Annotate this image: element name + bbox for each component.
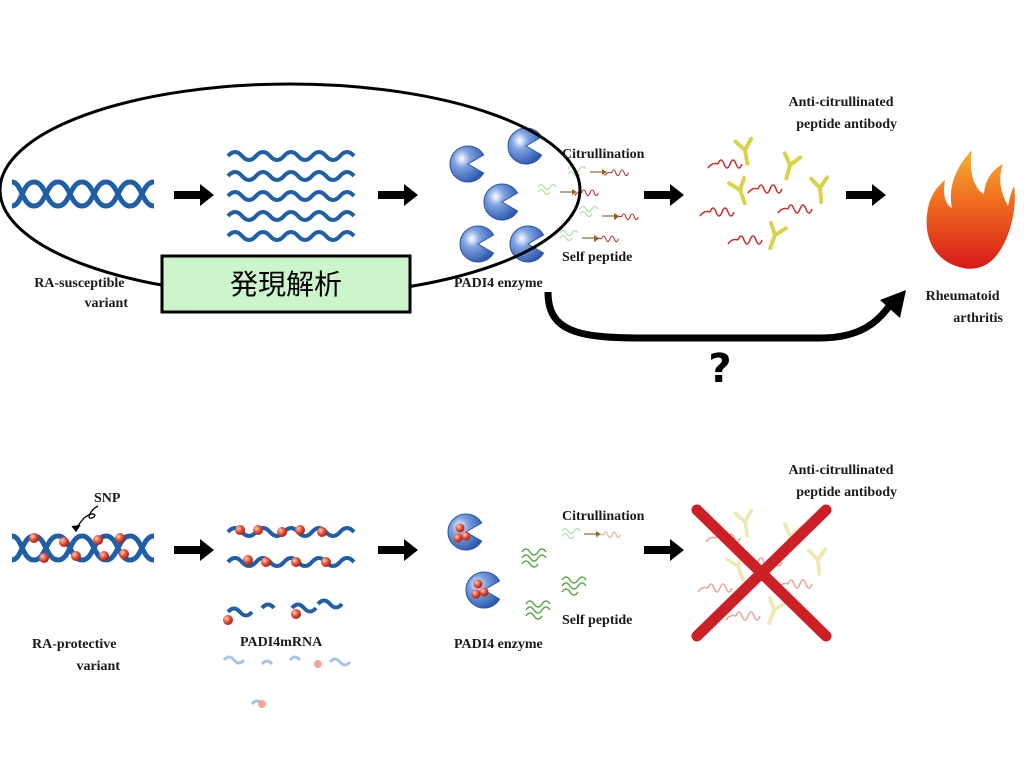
hypothesis-arrow-head bbox=[880, 290, 906, 318]
mrna-waves bbox=[226, 150, 356, 242]
padi4-enzymes-top bbox=[449, 127, 545, 263]
hypothesis-arrow bbox=[544, 291, 893, 342]
citrullination-label-bottom: Citrullination bbox=[562, 509, 645, 524]
question-mark: ? bbox=[708, 346, 731, 392]
degraded-dots bbox=[258, 660, 322, 708]
expression-analysis-label: 発現解析 bbox=[230, 268, 342, 301]
self-peptide-label-bottom: Self peptide bbox=[562, 613, 632, 628]
snp-markers bbox=[29, 533, 129, 563]
protective-variant-label: RA-protective variant bbox=[32, 637, 120, 674]
expression-analysis-box bbox=[160, 254, 412, 314]
mrna-label: PADI4mRNA bbox=[240, 635, 323, 650]
citrullination-reactions-top bbox=[537, 165, 639, 243]
dna-helix-susceptible bbox=[11, 179, 155, 209]
arrows-bottom bbox=[174, 539, 684, 561]
self-peptide-label-top: Self peptide bbox=[562, 250, 632, 265]
disease-label: Rheumatoid arthritis bbox=[926, 289, 1004, 326]
blocked-cross-icon bbox=[691, 504, 832, 642]
degraded-mrna bbox=[222, 655, 352, 706]
mrna-strands-protective bbox=[226, 526, 356, 618]
antibody-label-bottom: Anti-citrullinated peptide antibody bbox=[789, 463, 898, 500]
citrullination-label-top: Citrullination bbox=[562, 147, 645, 162]
susceptible-variant-label: RA-susceptible variant bbox=[34, 276, 128, 311]
antibody-label-top: Anti-citrullinated peptide antibody bbox=[789, 95, 898, 132]
mrna-dots bbox=[223, 525, 331, 625]
top-panel: 発現解析 RA-susceptible variant Citrullinati… bbox=[0, 82, 1015, 392]
arrows-top bbox=[174, 184, 886, 206]
enzyme-label-bottom: PADI4 enzyme bbox=[454, 637, 543, 652]
enzyme-label-top: PADI4 enzyme bbox=[454, 276, 543, 291]
antibody-cluster-top bbox=[699, 136, 832, 253]
snp-label: SNP bbox=[94, 491, 121, 506]
self-peptides-bottom bbox=[521, 527, 621, 620]
snp-pointer bbox=[71, 505, 99, 533]
inflammation-flame-icon bbox=[926, 150, 1015, 269]
padi4-enzymes-bottom bbox=[447, 513, 501, 609]
bottom-panel: SNP bbox=[11, 463, 898, 708]
